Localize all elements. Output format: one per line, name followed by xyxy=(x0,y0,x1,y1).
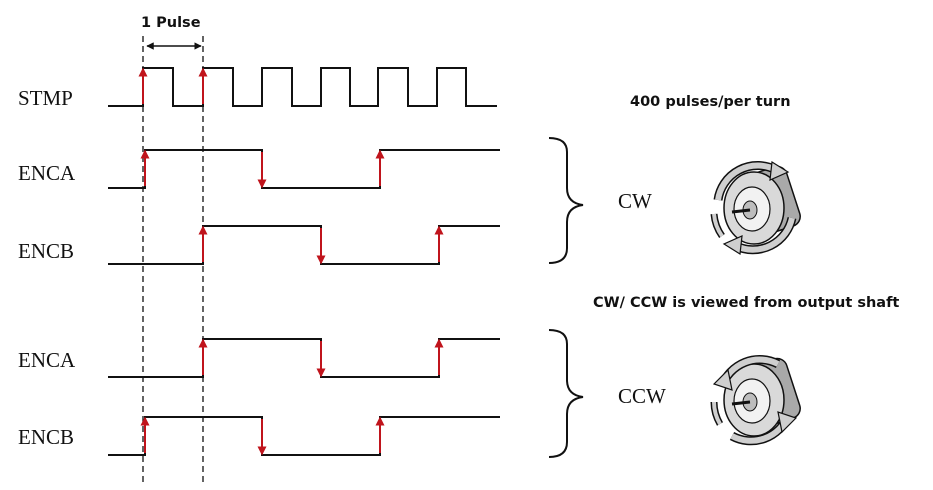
motor-rotation-ccw-icon xyxy=(710,355,801,446)
direction-label-cw: CW xyxy=(618,189,652,213)
pulse-width-label: 1 Pulse xyxy=(141,15,201,31)
signal-label-cw-enca: ENCA xyxy=(18,161,76,185)
waveform-cw-encb xyxy=(108,225,500,265)
viewpoint-note: CW/ CCW is viewed from output shaft xyxy=(593,295,899,311)
motor-rotation-cw-icon xyxy=(710,160,801,256)
waveform-ccw-enca xyxy=(108,338,500,378)
signal-label-ccw-encb: ENCB xyxy=(18,425,74,449)
waveform-cw-enca xyxy=(108,149,500,189)
direction-label-ccw: CCW xyxy=(618,384,666,408)
brace-ccw xyxy=(548,329,584,458)
waveform-ccw-encb xyxy=(108,416,500,456)
signal-label-stmp: STMP xyxy=(18,86,73,110)
resolution-note: 400 pulses/per turn xyxy=(630,94,791,110)
waveform-stmp xyxy=(108,67,497,107)
brace-cw xyxy=(548,137,584,264)
signal-label-cw-encb: ENCB xyxy=(18,239,74,263)
pulse-width-marker: 1 Pulse xyxy=(141,15,202,50)
signal-label-ccw-enca: ENCA xyxy=(18,348,76,372)
